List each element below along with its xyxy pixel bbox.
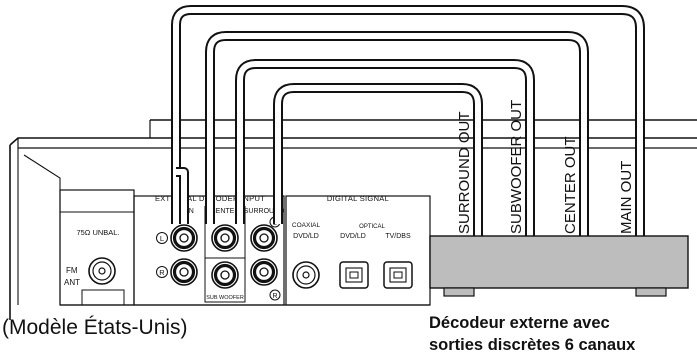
svg-text:R: R bbox=[159, 268, 165, 277]
optical-tv-label: TV/DBS bbox=[385, 233, 411, 240]
fm-label: FM bbox=[66, 266, 78, 275]
coaxial-label: COAXIAL bbox=[292, 222, 321, 229]
center-label: CENTER bbox=[211, 208, 240, 215]
subwoofer-out-label: SUBWOOFER OUT bbox=[508, 100, 525, 234]
right-marker-icon: R bbox=[156, 266, 168, 278]
cables bbox=[171, 5, 645, 236]
optical-dvd-label: DVD/LD bbox=[340, 233, 366, 240]
surround-out-label: SURROUND OUT bbox=[456, 112, 473, 235]
decoder-input-jacks bbox=[170, 206, 278, 303]
coaxial-jack bbox=[292, 261, 320, 289]
receiver-rear-panel bbox=[9, 119, 697, 320]
digital-signal-label: DIGITAL SIGNAL bbox=[327, 194, 389, 203]
external-decoder bbox=[429, 235, 689, 297]
optical-jack-tv bbox=[383, 261, 413, 289]
surround-right-marker-icon: R bbox=[269, 289, 281, 301]
decoder-caption-line-1: Décodeur externe avec bbox=[429, 314, 610, 332]
sub-woofer-label: SUB WOOFER bbox=[206, 295, 244, 301]
svg-text:R: R bbox=[272, 293, 277, 300]
model-caption: (Modèle États-Unis) bbox=[2, 316, 188, 339]
surround-label: SURROUND bbox=[244, 208, 284, 215]
decoder-caption-line-2: sorties discrètes 6 canaux bbox=[429, 336, 636, 354]
svg-text:L: L bbox=[160, 234, 164, 243]
optical-label: OPTICAL bbox=[359, 224, 385, 230]
antenna-jack bbox=[88, 257, 116, 285]
center-out-label: CENTER OUT bbox=[562, 137, 579, 235]
decoder-caption: Décodeur externe avec sorties discrètes … bbox=[429, 312, 635, 356]
optical-jack-dvd bbox=[339, 261, 369, 289]
main-out-label: MAIN OUT bbox=[618, 161, 635, 234]
coaxial-dvd-label: DVD/LD bbox=[293, 233, 319, 240]
antenna-label: 75Ω UNBAL. bbox=[76, 228, 119, 237]
ant-label: ANT bbox=[64, 278, 80, 287]
left-marker-icon: L bbox=[156, 232, 168, 244]
